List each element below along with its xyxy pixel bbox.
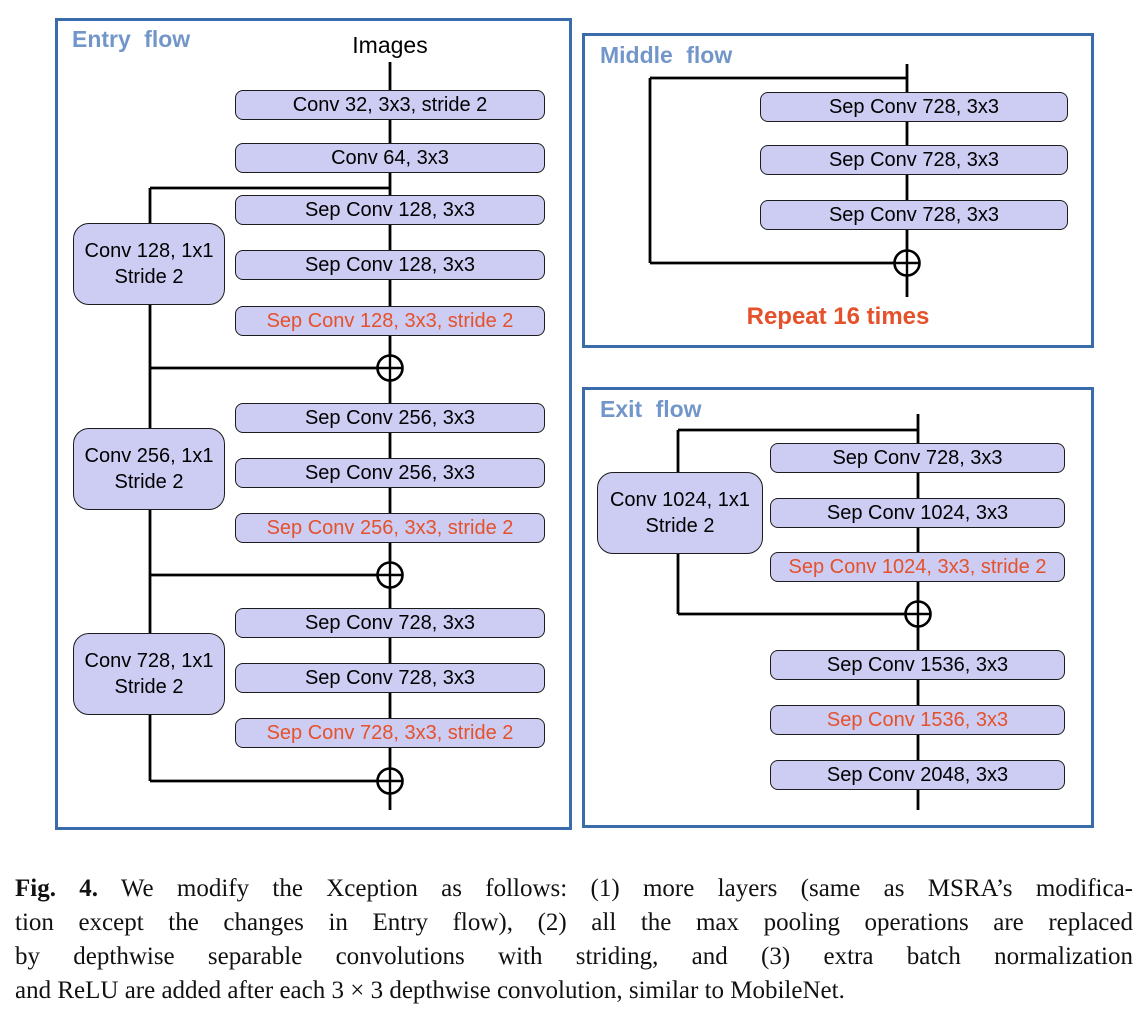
figure-caption: Fig. 4. We modify the Xception as follow… bbox=[15, 872, 1133, 1008]
flow-node-label: Sep Conv 256, 3x3, stride 2 bbox=[266, 517, 514, 539]
flow-node: Sep Conv 128, 3x3 bbox=[235, 195, 545, 225]
flow-node-label: Sep Conv 128, 3x3, stride 2 bbox=[266, 310, 514, 332]
flow-node: Sep Conv 128, 3x3 bbox=[235, 250, 545, 280]
exit-flow-title: Exit flow bbox=[600, 396, 702, 422]
flow-node: Sep Conv 1536, 3x3 bbox=[770, 650, 1065, 680]
flow-node: Sep Conv 728, 3x3 bbox=[235, 663, 545, 693]
shortcut-node: Conv 128, 1x1 Stride 2 bbox=[73, 223, 225, 305]
shortcut-node-label: Conv 1024, 1x1 bbox=[609, 489, 751, 511]
flow-node: Sep Conv 728, 3x3 bbox=[760, 92, 1068, 122]
entry-flow-title: Entry flow bbox=[72, 26, 191, 52]
shortcut-node-label: Stride 2 bbox=[114, 676, 184, 698]
flow-node-label: Sep Conv 256, 3x3 bbox=[304, 407, 476, 429]
flow-node: Sep Conv 1024, 3x3 bbox=[770, 498, 1065, 528]
entry-flow-panel bbox=[55, 18, 572, 830]
images-input-label: Images bbox=[352, 32, 428, 58]
shortcut-node: Conv 256, 1x1 Stride 2 bbox=[73, 428, 225, 510]
shortcut-node-label: Conv 728, 1x1 bbox=[84, 650, 214, 672]
flow-node-label: Sep Conv 728, 3x3 bbox=[304, 612, 476, 634]
flow-node-label: Sep Conv 728, 3x3, stride 2 bbox=[266, 722, 514, 744]
caption-line: by depthwise separable convolutions with… bbox=[15, 943, 1133, 970]
flow-node-strided: Sep Conv 728, 3x3, stride 2 bbox=[235, 718, 545, 748]
flow-node-label: Sep Conv 256, 3x3 bbox=[304, 462, 476, 484]
flow-node: Sep Conv 2048, 3x3 bbox=[770, 760, 1065, 790]
flow-node-label: Conv 32, 3x3, stride 2 bbox=[292, 94, 488, 116]
flow-node-highlight: Sep Conv 1536, 3x3 bbox=[770, 705, 1065, 735]
flow-node-label: Sep Conv 1536, 3x3 bbox=[826, 709, 1009, 731]
shortcut-node: Conv 1024, 1x1 Stride 2 bbox=[597, 472, 763, 554]
shortcut-node-label: Stride 2 bbox=[645, 515, 715, 537]
flow-node-label: Sep Conv 1024, 3x3, stride 2 bbox=[788, 556, 1047, 578]
shortcut-node-label: Conv 256, 1x1 bbox=[84, 445, 214, 467]
flow-node-label: Sep Conv 728, 3x3 bbox=[828, 204, 1000, 226]
flow-node: Sep Conv 728, 3x3 bbox=[235, 608, 545, 638]
flow-node: Conv 32, 3x3, stride 2 bbox=[235, 90, 545, 120]
flow-node: Conv 64, 3x3 bbox=[235, 143, 545, 173]
flow-node-label: Sep Conv 728, 3x3 bbox=[832, 447, 1003, 469]
shortcut-node-label: Stride 2 bbox=[114, 471, 184, 493]
flow-node-label: Sep Conv 128, 3x3 bbox=[304, 199, 476, 221]
caption-text: We modify the Xception as follows: (1) m… bbox=[98, 875, 1133, 902]
flow-node-label: Conv 64, 3x3 bbox=[331, 147, 449, 169]
flow-node-label: Sep Conv 728, 3x3 bbox=[828, 149, 1000, 171]
middle-flow-title: Middle flow bbox=[600, 42, 733, 68]
caption-line: Fig. 4. We modify the Xception as follow… bbox=[15, 872, 1133, 906]
flow-node: Sep Conv 728, 3x3 bbox=[760, 145, 1068, 175]
flow-node-label: Sep Conv 1536, 3x3 bbox=[826, 654, 1009, 676]
flow-node: Sep Conv 256, 3x3 bbox=[235, 403, 545, 433]
flow-node: Sep Conv 256, 3x3 bbox=[235, 458, 545, 488]
figure-number: Fig. 4. bbox=[15, 875, 99, 902]
flow-node-label: Sep Conv 728, 3x3 bbox=[828, 96, 1000, 118]
middle-flow-panel bbox=[582, 33, 1094, 348]
shortcut-node-label: Stride 2 bbox=[114, 266, 184, 288]
exit-flow-panel bbox=[582, 387, 1094, 828]
caption-line: and ReLU are added after each 3 × 3 dept… bbox=[15, 977, 845, 1004]
shortcut-node-label: Conv 128, 1x1 bbox=[84, 240, 214, 262]
flow-node-label: Sep Conv 2048, 3x3 bbox=[826, 764, 1009, 786]
flow-node-strided: Sep Conv 1024, 3x3, stride 2 bbox=[770, 552, 1065, 582]
shortcut-node: Conv 728, 1x1 Stride 2 bbox=[73, 633, 225, 715]
flow-node-label: Sep Conv 728, 3x3 bbox=[304, 667, 476, 689]
flow-node-strided: Sep Conv 128, 3x3, stride 2 bbox=[235, 306, 545, 336]
caption-line: tion except the changes in Entry flow), … bbox=[15, 909, 1133, 936]
flow-node: Sep Conv 728, 3x3 bbox=[760, 200, 1068, 230]
flow-node-label: Sep Conv 128, 3x3 bbox=[304, 254, 476, 276]
flow-node-label: Sep Conv 1024, 3x3 bbox=[826, 502, 1009, 524]
repeat-label: Repeat 16 times bbox=[746, 303, 930, 330]
flow-node: Sep Conv 728, 3x3 bbox=[770, 443, 1065, 473]
flow-node-strided: Sep Conv 256, 3x3, stride 2 bbox=[235, 513, 545, 543]
